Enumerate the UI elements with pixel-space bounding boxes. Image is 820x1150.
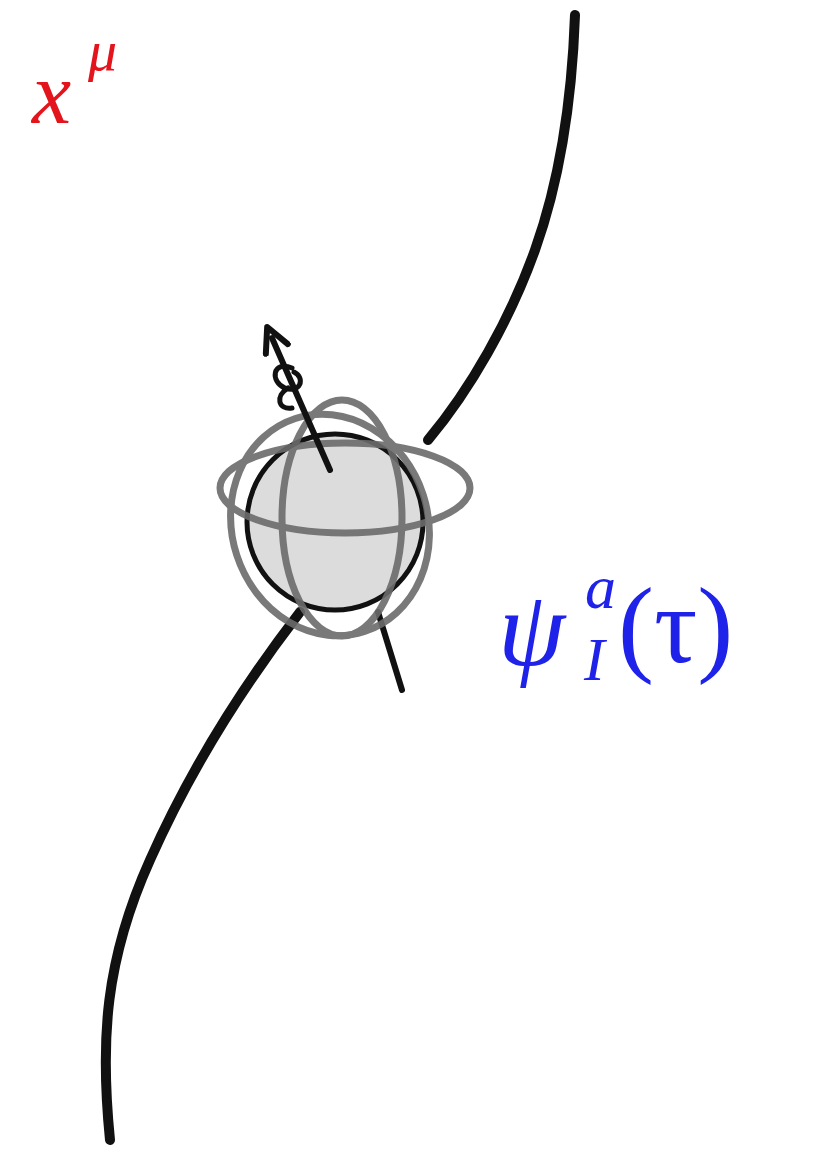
- worldline: [106, 612, 300, 1140]
- argument-text: (τ): [618, 572, 733, 680]
- index-subscript: I: [584, 628, 605, 690]
- worldline: [428, 15, 575, 440]
- index-superscript: μ: [88, 22, 117, 80]
- index-superscript: a: [585, 556, 616, 618]
- field-symbol: ψ: [498, 575, 565, 683]
- internal-rings: [202, 388, 470, 662]
- rotation-symbol: [275, 366, 300, 408]
- position-symbol: x: [32, 50, 71, 138]
- spin-axis: [272, 338, 330, 470]
